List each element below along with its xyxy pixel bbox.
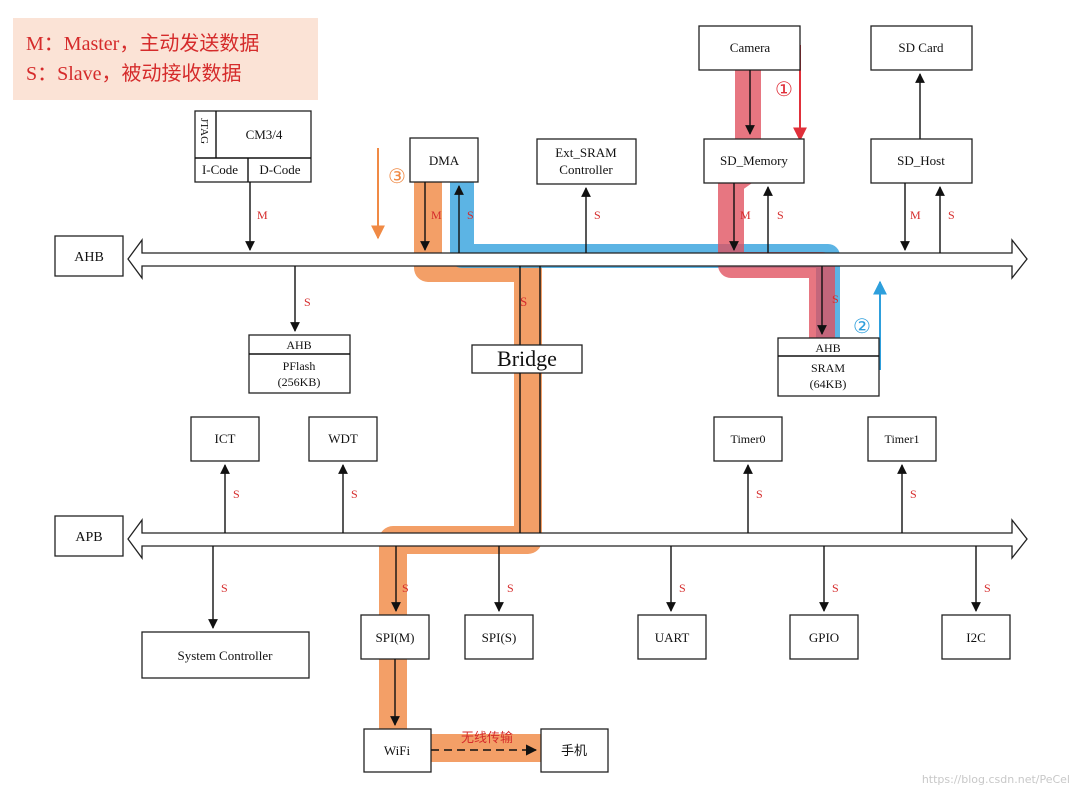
phone-label: 手机: [561, 744, 587, 759]
bridge-s-label: S: [520, 294, 527, 309]
sdmem-m-label: M: [740, 208, 751, 222]
sd-card-block: [870, 25, 973, 71]
i2c-block: [941, 614, 1011, 660]
wdt-s-label: S: [351, 487, 358, 501]
gpio-s-label: S: [832, 581, 839, 595]
uart-block: [637, 614, 707, 660]
step2-marker: ②: [853, 314, 871, 338]
cpu-jtag: JTAG: [198, 118, 210, 144]
ahb-bus: [127, 238, 1028, 280]
uart-label: UART: [655, 630, 690, 645]
spis-s-label: S: [507, 581, 514, 595]
sdhost-m-label: M: [910, 208, 921, 222]
apb-label-box: [54, 515, 124, 557]
cpu-icode: I-Code: [202, 162, 238, 177]
step1-marker: ①: [775, 77, 793, 101]
legend-box: [13, 18, 318, 100]
sd-host-block: [870, 138, 973, 184]
sdhost-s-label: S: [948, 208, 955, 222]
ahb-label: AHB: [74, 250, 104, 265]
step3-marker: ③: [388, 164, 406, 188]
ict-s-label: S: [233, 487, 240, 501]
legend-slave: S：Slave，被动接收数据: [26, 62, 242, 85]
pflash-label-1: AHB: [286, 338, 311, 352]
apb-label: APB: [75, 530, 102, 545]
timer0-s-label: S: [756, 487, 763, 501]
ict-block: [190, 416, 260, 462]
wifi-label: WiFi: [384, 743, 411, 758]
system-controller-label: System Controller: [178, 648, 274, 663]
i2c-s-label: S: [984, 581, 991, 595]
wdt-block: [308, 416, 378, 462]
sram-s-label: S: [832, 292, 839, 306]
spim-s-label: S: [402, 581, 409, 595]
pflash-block: AHB PFlash (256KB): [248, 334, 351, 394]
bridge-label: Bridge: [497, 346, 557, 371]
sram-label-1: AHB: [815, 341, 840, 355]
cpu-block: CM3/4 JTAG I-Code D-Code: [194, 110, 312, 183]
i2c-label: I2C: [966, 630, 986, 645]
sram-label-2: SRAM: [811, 361, 845, 375]
timer0-label: Timer0: [731, 432, 766, 446]
spi-m-label: SPI(M): [375, 630, 414, 645]
wdt-label: WDT: [328, 431, 358, 446]
spi-s-block: [464, 614, 534, 660]
pflash-label-2: PFlash: [283, 359, 316, 373]
sdmem-s-label: S: [777, 208, 784, 222]
sd-card-label: SD Card: [898, 40, 944, 55]
watermark: https://blog.csdn.net/PeCel: [922, 773, 1070, 786]
ict-label: ICT: [215, 431, 236, 446]
wireless-label: 无线传输: [461, 730, 513, 746]
pflash-s-label: S: [304, 295, 311, 309]
ext-sram-s-label: S: [594, 208, 601, 222]
system-controller-block: [141, 631, 310, 679]
sram-block: AHB SRAM (64KB): [777, 337, 880, 397]
sysctrl-s-label: S: [221, 581, 228, 595]
timer1-s-label: S: [910, 487, 917, 501]
dma-block: [409, 137, 479, 183]
ext-sram-block: [536, 138, 637, 185]
sram-label-3: (64KB): [810, 377, 847, 391]
dma-m-label: M: [431, 208, 442, 222]
timer0-block: [713, 416, 783, 462]
pflash-label-3: (256KB): [278, 375, 321, 389]
timer1-label: Timer1: [885, 432, 920, 446]
timer1-block: [867, 416, 937, 462]
gpio-label: GPIO: [809, 630, 839, 645]
ext-sram-label-1: Ext_SRAM: [555, 145, 617, 160]
sd-memory-label: SD_Memory: [720, 153, 788, 168]
dma-s-label: S: [467, 208, 474, 222]
gpio-block: [789, 614, 859, 660]
camera-block: [698, 25, 801, 71]
cpu-m-label: M: [257, 208, 268, 222]
dma-label: DMA: [429, 153, 460, 168]
bridge-block: [471, 344, 583, 374]
spi-s-label: SPI(S): [482, 630, 517, 645]
uart-s-label: S: [679, 581, 686, 595]
phone-block: [540, 728, 609, 773]
spi-m-block: [360, 614, 430, 660]
sd-memory-block: [703, 138, 805, 184]
cpu-dcode: D-Code: [259, 162, 300, 177]
ext-sram-label-2: Controller: [559, 162, 613, 177]
cpu-name: CM3/4: [246, 127, 283, 142]
camera-label: Camera: [730, 40, 771, 55]
apb-bus: [127, 518, 1028, 560]
ahb-label-box: [54, 235, 124, 277]
sd-host-label: SD_Host: [897, 153, 945, 168]
wifi-block: [363, 728, 432, 773]
legend-master: M：Master，主动发送数据: [26, 32, 259, 55]
